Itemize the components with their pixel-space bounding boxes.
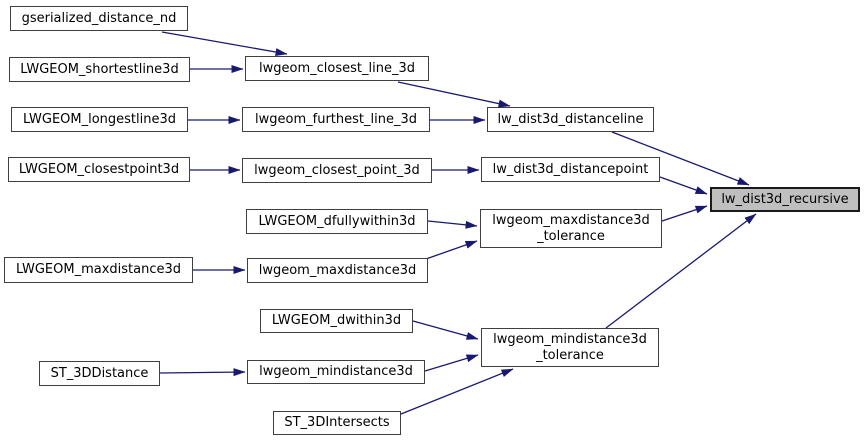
node-ST_3DIntersects[interactable]: ST_3DIntersects [273,411,401,435]
edge-gserialized_distance_nd-lwgeom_closest_line_3d [161,31,288,56]
edge-lwgeom_closest_line_3d-lw_dist3d_distanceline [397,81,511,108]
node-lw_dist3d_recursive: lw_dist3d_recursive [710,187,860,212]
node-lwgeom_furthest_line_3d[interactable]: lwgeom_furthest_line_3d [242,107,430,132]
edge-LWGEOM_dwithin3d-lwgeom_mindistance3d_tolerance [412,320,479,340]
node-lwgeom_closest_line_3d[interactable]: lwgeom_closest_line_3d [245,56,429,81]
node-gserialized_distance_nd[interactable]: gserialized_distance_nd [10,6,188,31]
edge-ST_3DDistance-lwgeom_mindistance3d [159,368,246,377]
node-LWGEOM_dfullywithin3d[interactable]: LWGEOM_dfullywithin3d [246,209,428,234]
node-lw_dist3d_distanceline[interactable]: lw_dist3d_distanceline [487,107,654,132]
node-lw_dist3d_distancepoint[interactable]: lw_dist3d_distancepoint [481,157,660,182]
edge-lwgeom_maxdistance3d-lwgeom_maxdistance3d_tolerance [425,240,478,260]
node-LWGEOM_maxdistance3d[interactable]: LWGEOM_maxdistance3d [4,257,193,283]
edge-LWGEOM_dfullywithin3d-lwgeom_maxdistance3d_tolerance [427,220,478,229]
node-lwgeom_closest_point_3d[interactable]: lwgeom_closest_point_3d [242,158,432,183]
node-lwgeom_mindistance3d[interactable]: lwgeom_mindistance3d [247,360,425,384]
node-lwgeom_maxdistance3d[interactable]: lwgeom_maxdistance3d [247,258,428,283]
node-LWGEOM_dwithin3d[interactable]: LWGEOM_dwithin3d [260,309,413,333]
node-LWGEOM_closestpoint3d[interactable]: LWGEOM_closestpoint3d [8,157,190,182]
node-lwgeom_mindistance3d_tolerance[interactable]: lwgeom_mindistance3d _tolerance [481,328,659,367]
node-lwgeom_maxdistance3d_tolerance[interactable]: lwgeom_maxdistance3d _tolerance [480,209,662,248]
edge-lw_dist3d_distancepoint-lw_dist3d_recursive [659,176,708,195]
node-ST_3DDistance[interactable]: ST_3DDistance [39,361,160,386]
edge-lwgeom_mindistance3d-lwgeom_mindistance3d_tolerance [424,354,479,372]
edge-lwgeom_maxdistance3d_tolerance-lw_dist3d_recursive [661,205,708,222]
node-LWGEOM_longestline3d[interactable]: LWGEOM_longestline3d [11,107,188,132]
node-LWGEOM_shortestline3d[interactable]: LWGEOM_shortestline3d [9,57,190,82]
